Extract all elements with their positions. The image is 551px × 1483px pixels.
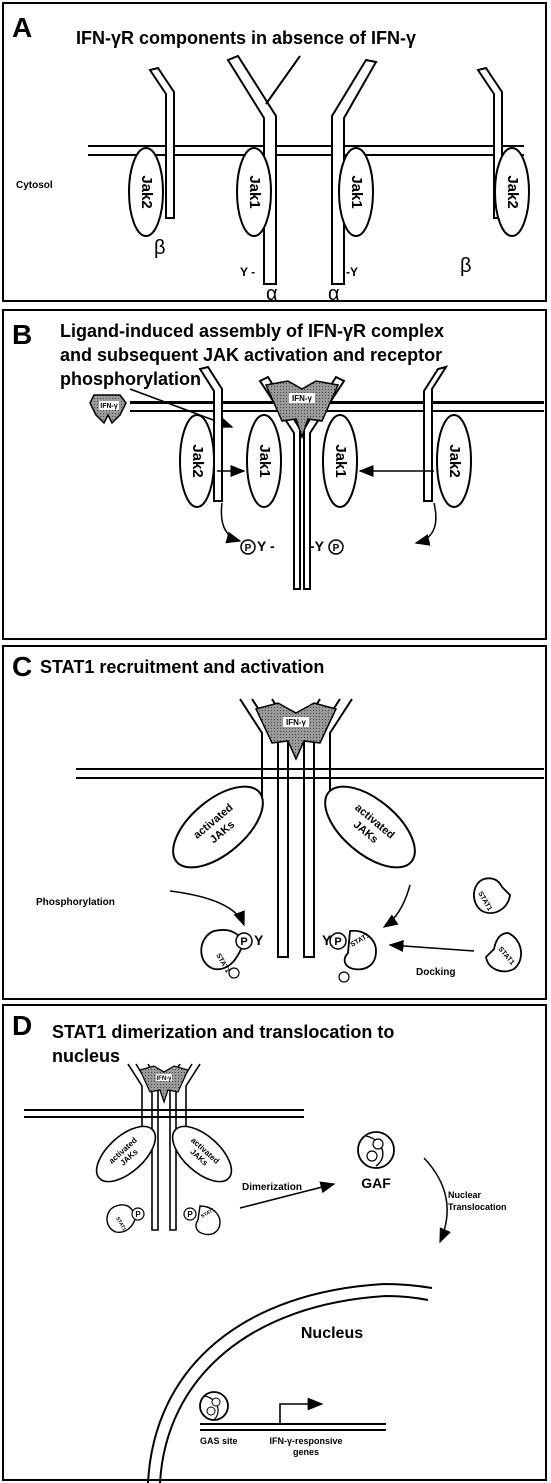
stat1-right-phospho: [339, 972, 349, 982]
jak1-left-label: Jak1: [246, 175, 263, 208]
tyrosine-left: Y -: [257, 538, 275, 554]
responsive-genes-label-2: genes: [293, 1447, 319, 1457]
phosphate-right-label: P: [187, 1210, 193, 1219]
dimerization-label: Dimerization: [242, 1182, 302, 1193]
phosphate-left-label: P: [135, 1210, 141, 1219]
docking-arrow: [390, 945, 474, 951]
panel-c: C STAT1 recruitment and activation IFN-γ…: [2, 645, 547, 1000]
alpha-label-left: α: [266, 283, 278, 304]
jak2-left-label: Jak2: [189, 444, 206, 477]
ifn-gamma-bound-label: IFN-γ: [157, 1076, 173, 1082]
tyrosine-left: Y -: [240, 265, 255, 279]
jak1-right-label: Jak1: [332, 444, 349, 477]
jak2-left-label: Jak2: [138, 175, 155, 208]
ifn-gamma-bound: [140, 1066, 188, 1102]
responsive-genes-label-1: IFN-γ-responsive: [269, 1436, 342, 1446]
ifn-gamma-free-label: IFN-γ: [100, 403, 118, 410]
phosphate-left-label: P: [245, 543, 252, 554]
docking-label: Docking: [416, 967, 455, 978]
ifn-gamma-bound: [256, 703, 336, 759]
jak1-right-label: Jak1: [348, 175, 365, 208]
ifn-gamma-bound-label: IFN-γ: [286, 718, 307, 727]
gas-site-label: GAS site: [200, 1436, 238, 1446]
jak1-left-label: Jak1: [256, 444, 273, 477]
transcription-start-arrow: [280, 1404, 322, 1424]
tyrosine-left: Y: [254, 932, 264, 948]
jak2-right-label: Jak2: [446, 444, 463, 477]
panel-d: D STAT1 dimerization and translocation t…: [2, 1004, 547, 1481]
phosphate-left-label: P: [240, 936, 247, 948]
gaf-phospho-2: [367, 1151, 377, 1161]
stat1-left-phospho: [229, 968, 239, 978]
gaf-dimer: [358, 1132, 394, 1168]
panel-d-drawing: IFN-γ activated JAKs activated JAKs STAT…: [4, 1006, 549, 1483]
activated-jaks-right: [311, 772, 428, 883]
beta-label-right: β: [460, 255, 472, 277]
nuclear-label-2: Translocation: [448, 1202, 507, 1212]
panel-a: A IFN-γR components in absence of IFN-γ …: [2, 2, 547, 302]
panel-b: B Ligand-induced assembly of IFN-γR comp…: [2, 309, 547, 640]
phospho-arrow-right: [416, 503, 436, 543]
activated-jaks-left: [159, 772, 276, 883]
jak2-right-label: Jak2: [504, 175, 521, 208]
beta-label-left: β: [154, 237, 166, 259]
gaf-label: GAF: [361, 1175, 391, 1191]
phosphate-right-label: P: [334, 936, 341, 948]
phosphate-right-label: P: [333, 543, 340, 554]
nuclear-envelope-outer: [148, 1284, 432, 1483]
tyrosine-right: -Y: [346, 265, 358, 279]
panel-a-diagram: Cytosol Jak2 Jak1 Jak1 Jak2 β β Y - -Y α…: [4, 4, 549, 304]
nuclear-label-1: Nuclear: [448, 1190, 482, 1200]
cytosol-label: Cytosol: [16, 180, 53, 191]
gaf-phospho-1: [373, 1139, 383, 1149]
phospho-arrow-right: [384, 885, 410, 927]
tyrosine-right: -Y: [310, 538, 325, 554]
phospho-arrow-left: [170, 891, 244, 925]
translocation-arrow: [424, 1158, 447, 1242]
panel-c-drawing: IFN-γ activated JAKs activated JAKs Phos…: [4, 647, 549, 1002]
panel-b-drawing: IFN-γ IFN-γ Jak2 Jak1 Jak1 Jak2 P Y - -Y…: [4, 311, 549, 642]
phosphorylation-label: Phosphorylation: [36, 897, 115, 908]
nucleus-label: Nucleus: [301, 1325, 363, 1342]
phospho-arrow-left: [221, 503, 240, 541]
ifn-gamma-bound-label: IFN-γ: [292, 394, 313, 403]
alpha-label-right: α: [328, 283, 340, 304]
